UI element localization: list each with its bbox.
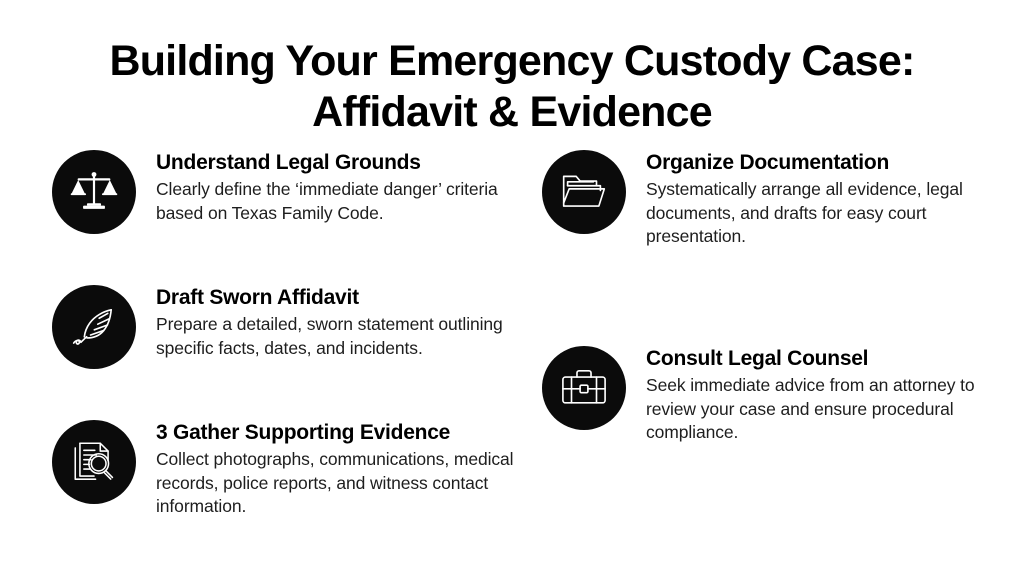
page-title-line-1: Building Your Emergency Custody Case:: [109, 37, 915, 85]
list-item-description: Systematically arrange all evidence, leg…: [646, 179, 963, 246]
list-item-title: 3 Gather Supporting Evidence: [156, 421, 451, 444]
list-item-description: Seek immediate advice from an attorney t…: [646, 375, 975, 442]
list-item-title: Organize Documentation: [646, 151, 890, 174]
scales-of-justice-icon: [52, 150, 136, 234]
list-item-text: Organize Documentation Systematically ar…: [626, 148, 1012, 249]
list-item-text: 3 Gather Supporting Evidence Collect pho…: [136, 418, 522, 519]
steps-container: Understand Legal Grounds Clearly define …: [0, 148, 1024, 568]
list-item-description: Prepare a detailed, sworn statement outl…: [156, 314, 503, 358]
list-item-text: Draft Sworn Affidavit Prepare a detailed…: [136, 283, 522, 360]
page-title: Building Your Emergency Custody Case: Af…: [0, 36, 1024, 138]
list-item: Understand Legal Grounds Clearly define …: [52, 148, 522, 234]
list-item: Organize Documentation Systematically ar…: [542, 148, 1012, 249]
list-item-text: Consult Legal Counsel Seek immediate adv…: [626, 344, 1012, 445]
list-item: Draft Sworn Affidavit Prepare a detailed…: [52, 283, 522, 369]
list-item-title: Draft Sworn Affidavit: [156, 286, 359, 309]
list-item: 3 Gather Supporting Evidence Collect pho…: [52, 418, 522, 519]
folder-icon: [542, 150, 626, 234]
page-title-line-2: Affidavit & Evidence: [312, 88, 713, 136]
briefcase-icon: [542, 346, 626, 430]
list-item-title: Consult Legal Counsel: [646, 347, 869, 370]
list-item-description: Clearly define the ‘immediate danger’ cr…: [156, 179, 498, 223]
list-item-text: Understand Legal Grounds Clearly define …: [136, 148, 522, 225]
list-item: Consult Legal Counsel Seek immediate adv…: [542, 344, 1012, 445]
documents-magnifier-icon: [52, 420, 136, 504]
list-item-title: Understand Legal Grounds: [156, 151, 421, 174]
list-item-description: Collect photographs, communications, med…: [156, 449, 514, 516]
quill-pen-icon: [52, 285, 136, 369]
